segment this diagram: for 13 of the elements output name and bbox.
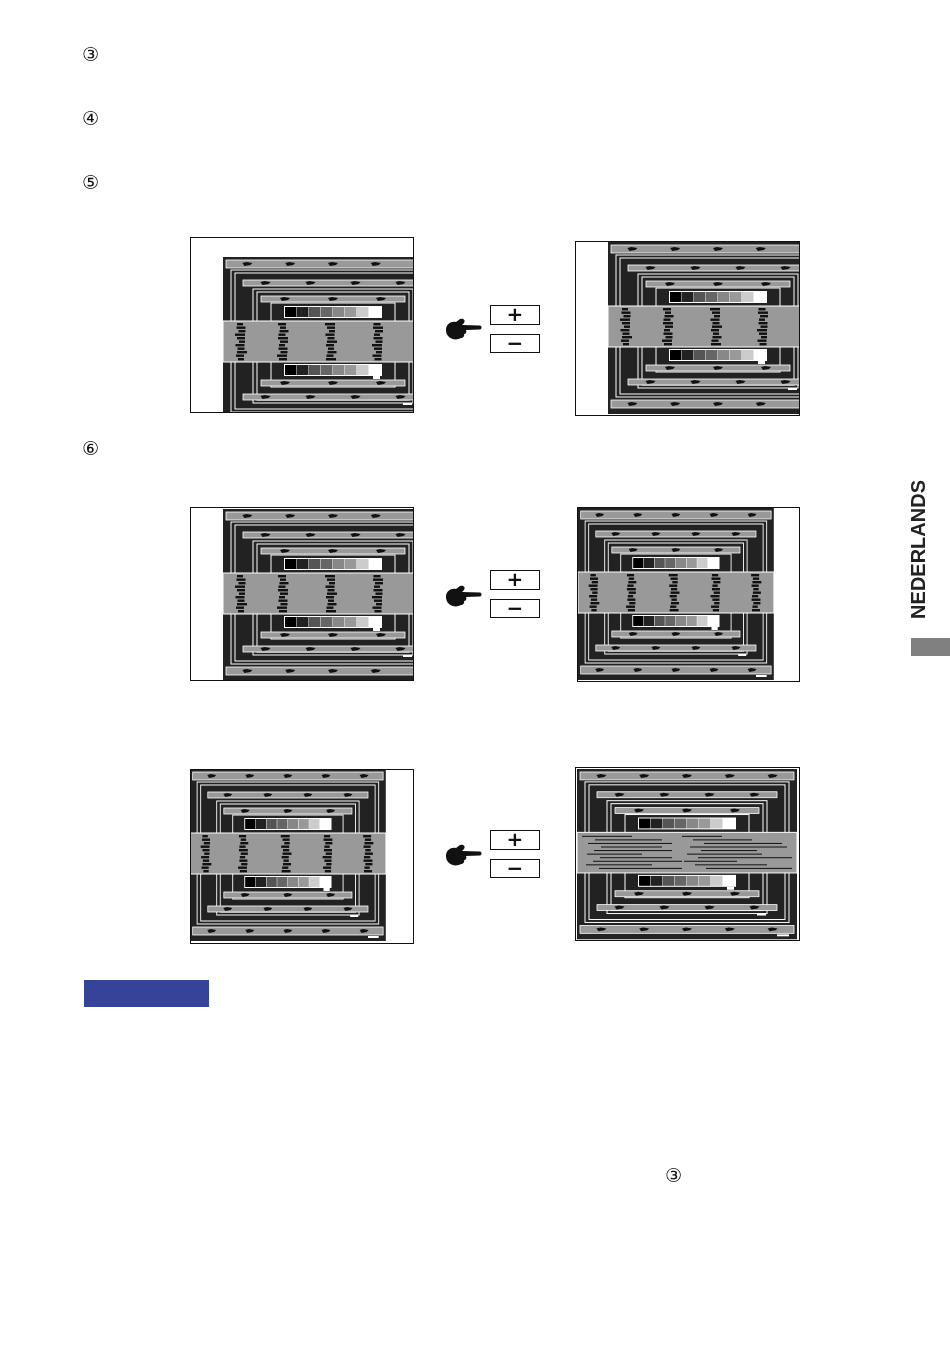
heading-bar [84, 980, 209, 1007]
step-number: ⑥ [82, 437, 100, 459]
minus-key: − [490, 334, 540, 353]
plus-key: + [490, 830, 540, 850]
plus-key: + [490, 570, 540, 590]
step-number: ⑤ [82, 171, 100, 193]
step-number: ④ [82, 107, 100, 129]
minus-key: − [490, 859, 540, 878]
step-number: ③ [82, 43, 100, 65]
minus-key: − [490, 599, 540, 618]
plus-key: + [490, 305, 540, 325]
language-tab-label: NEDERLANDS [908, 480, 928, 619]
step-number: ③ [665, 1164, 683, 1186]
